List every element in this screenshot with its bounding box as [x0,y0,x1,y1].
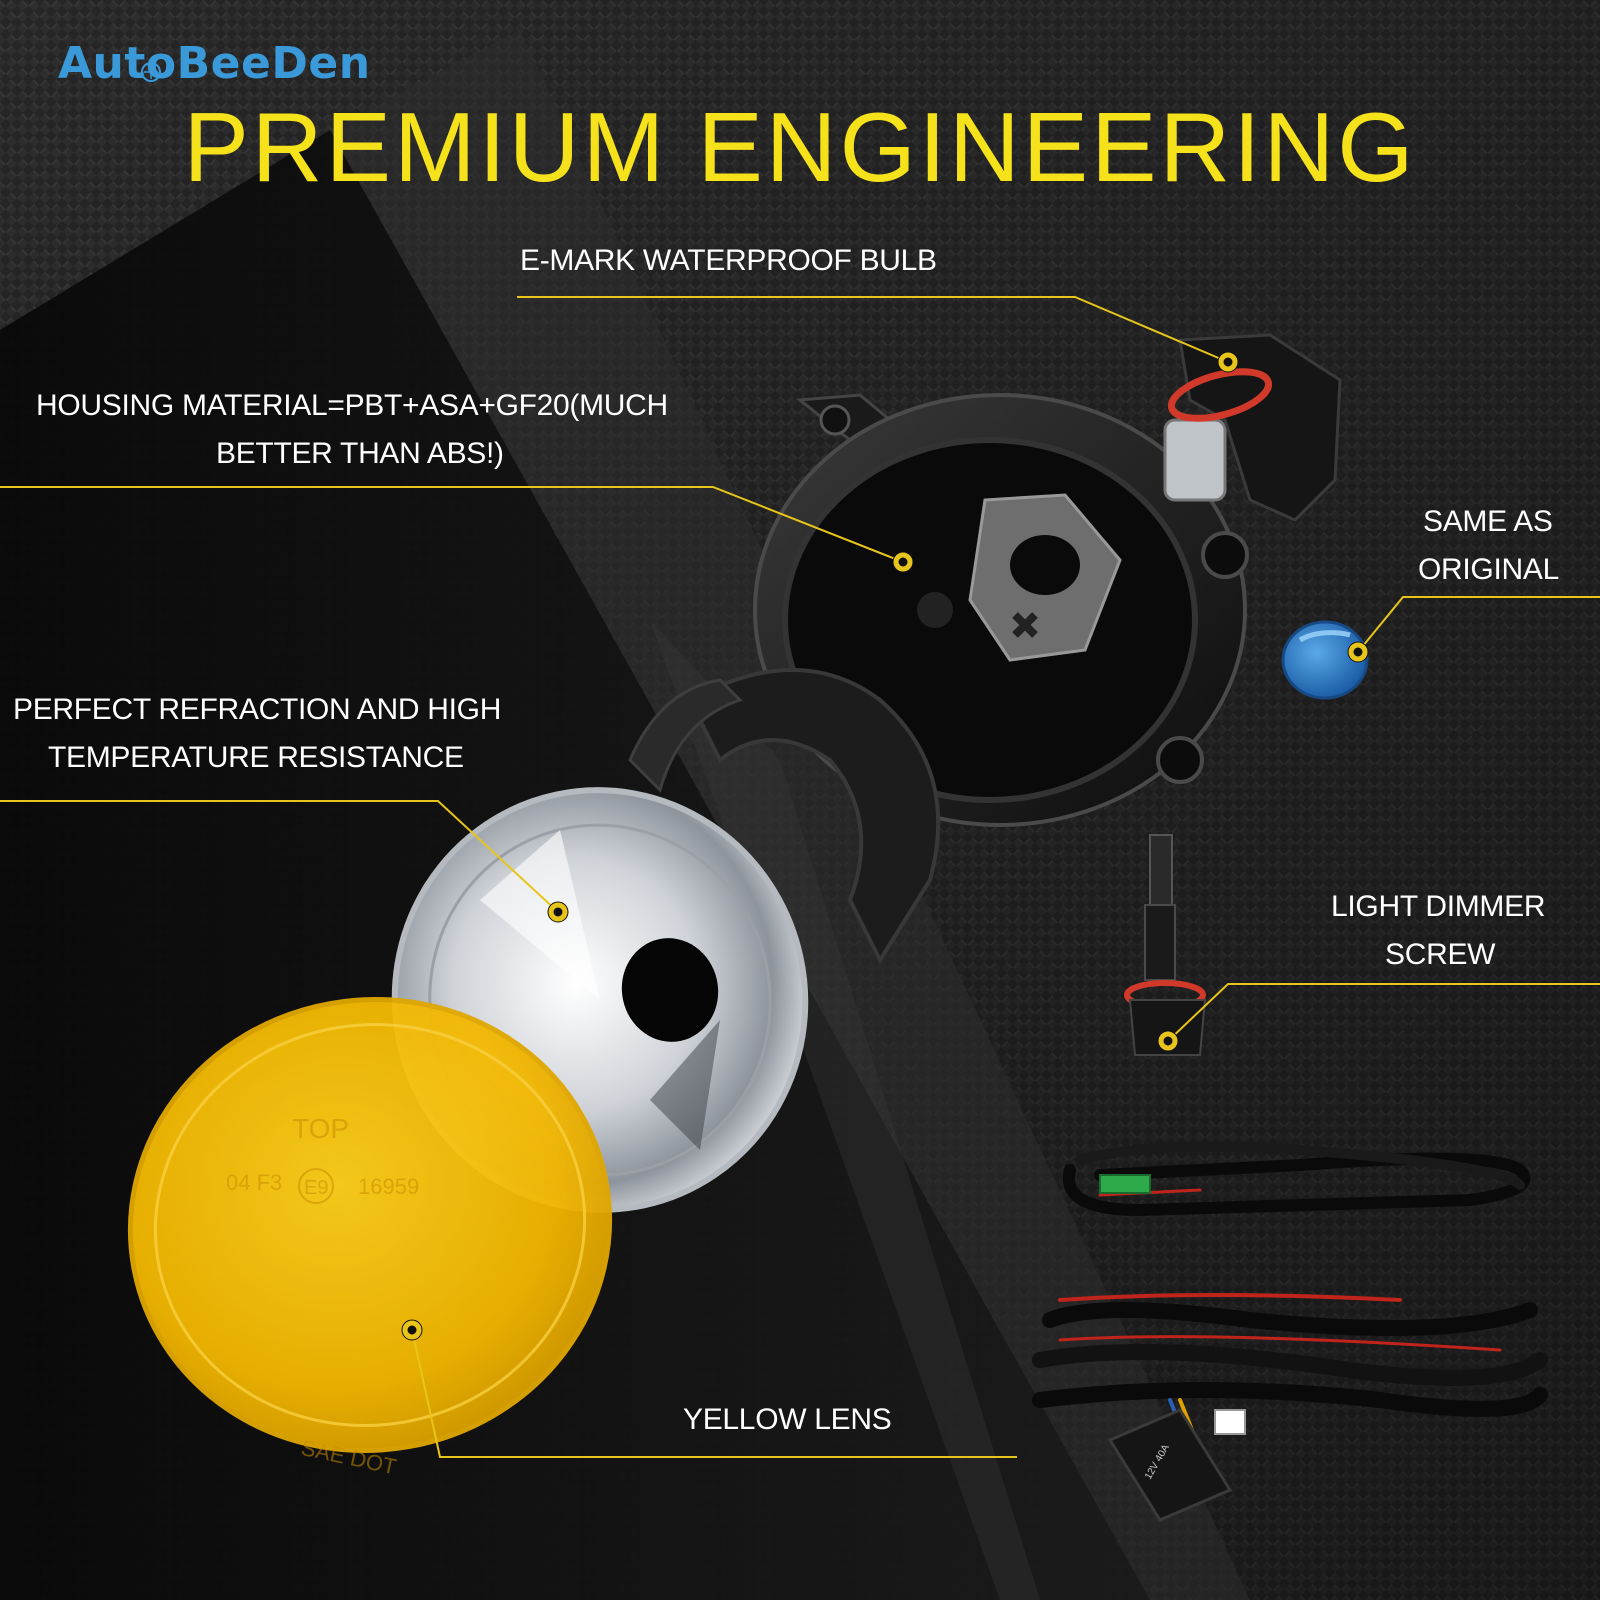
reflector-callout-line [0,800,559,913]
target-dot-icon [892,551,914,573]
cap-callout-line [1357,596,1600,653]
callout-cap-line2: ORIGINAL [1418,553,1559,586]
dimmer-screw [1124,834,1207,1056]
callout-lens: YELLOW LENS [683,1403,892,1436]
callout-reflector-line2: TEMPERATURE RESISTANCE [48,741,464,774]
target-dot-icon [547,901,569,923]
callout-housing-line2: BETTER THAN ABS!) [216,437,504,470]
housing-callout-line [0,486,904,563]
page-title: PREMIUM ENGINEERING [183,92,1417,202]
target-dot-icon [1217,351,1239,373]
mounting-ring [628,668,941,965]
lens-marking-top: TOP [292,1113,349,1144]
screw-callout-line [1167,983,1600,1042]
brand-logo: AutoBeeDen [58,38,371,89]
e-mark-bulb [1163,333,1342,522]
callout-screw-line2: SCREW [1385,938,1496,971]
lens-callout-line [411,1329,1017,1458]
wheel-icon [141,62,161,82]
wiring-harness-main [1032,1293,1548,1452]
lens-marking-emark: E9 [304,1177,328,1199]
target-dot-icon [401,1319,423,1341]
callout-screw-line1: LIGHT DIMMER [1331,890,1546,923]
callout-housing-line1: HOUSING MATERIAL=PBT+ASA+GF20(MUCH [36,389,668,422]
callout-lines [0,296,1600,1458]
callout-reflector-line1: PERFECT REFRACTION AND HIGH [13,693,502,726]
relay: 12V 40A [1107,1408,1246,1522]
lens-marking-number: 16959 [358,1174,419,1199]
yellow-lens: TOP 04 F3 E9 16959 SAE DOT [127,997,613,1479]
blue-cap [1281,620,1369,700]
wiring-harness-small [1062,1141,1531,1217]
callout-bulb: E-MARK WATERPROOF BULB [520,244,937,277]
target-dot-icon [1347,641,1369,663]
callout-cap-line1: SAME AS [1423,505,1553,538]
target-dot-icon [1157,1030,1179,1052]
bulb-callout-line [517,296,1229,363]
callout-dots [401,351,1369,1341]
lens-marking-code: 04 F3 [226,1170,282,1195]
